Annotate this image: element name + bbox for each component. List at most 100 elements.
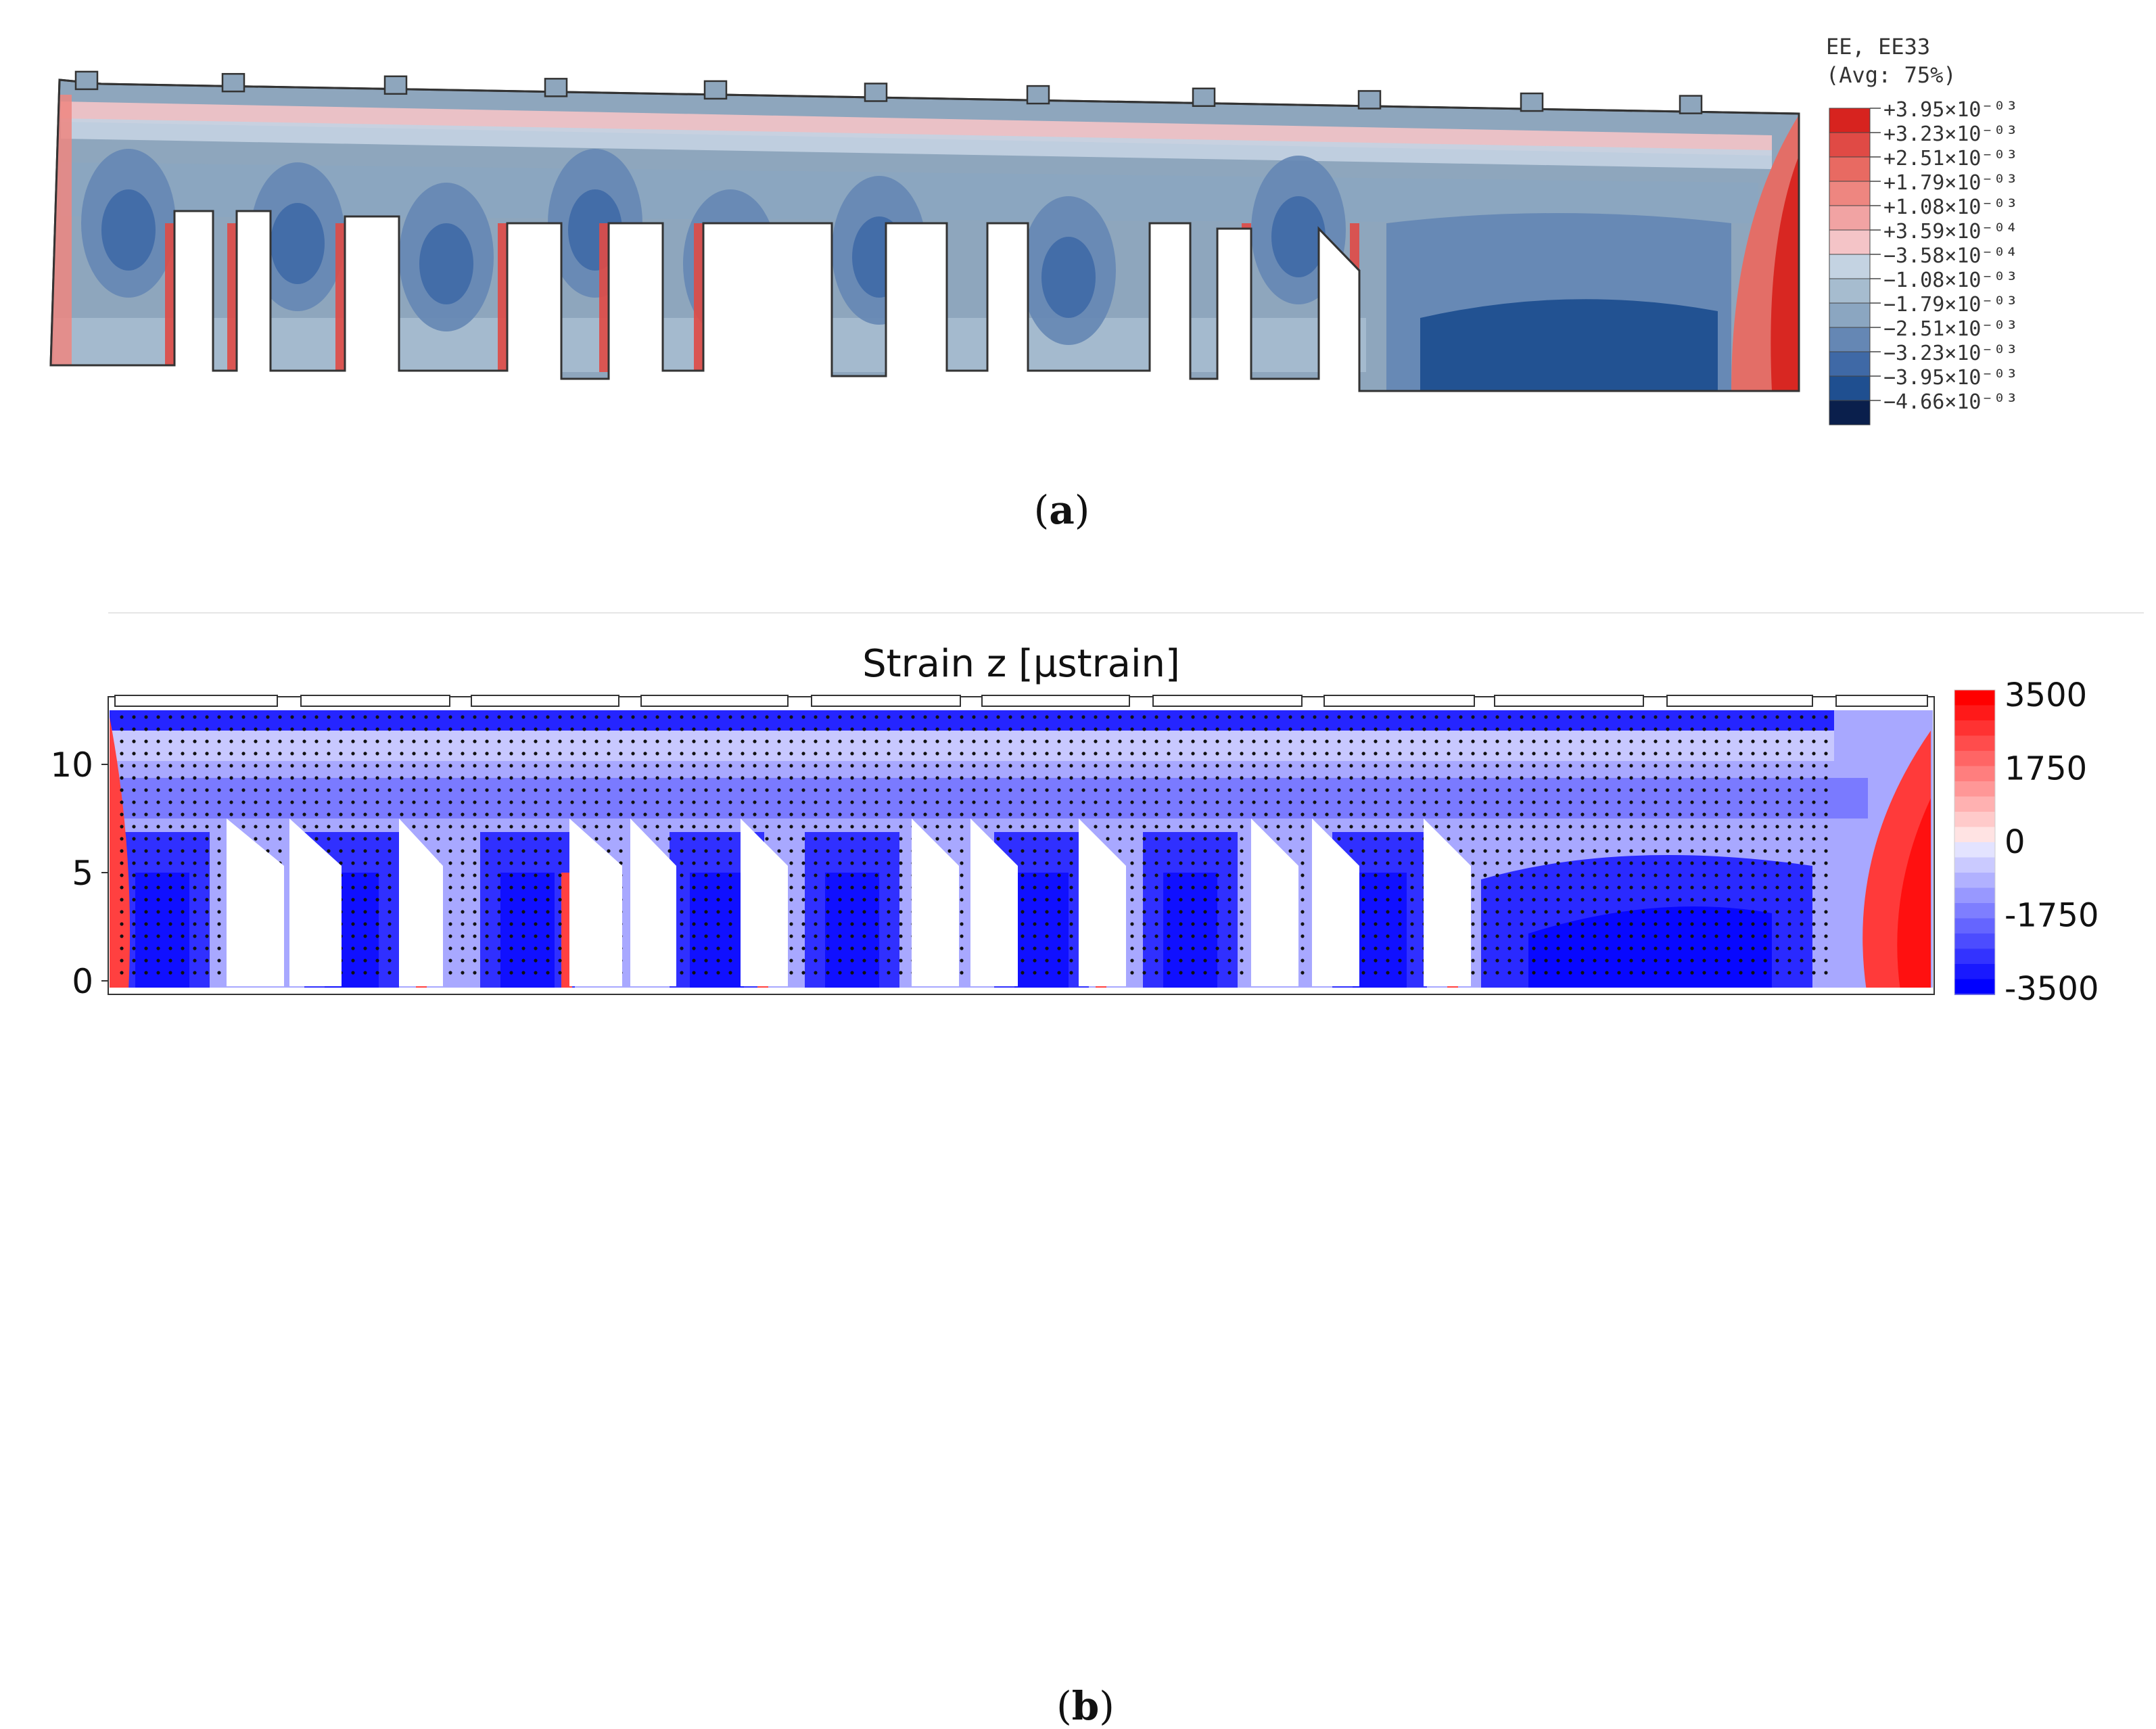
dic-point — [546, 885, 550, 890]
dic-point — [1593, 971, 1597, 975]
dic-point — [168, 934, 172, 938]
dic-point — [1154, 837, 1158, 841]
dic-point — [461, 812, 465, 816]
dic-point — [521, 861, 525, 865]
dic-point — [217, 873, 221, 877]
dic-point — [1057, 946, 1061, 950]
dic-point — [1568, 812, 1572, 816]
dic-point — [412, 752, 416, 756]
dic-point — [692, 739, 696, 743]
flange-bar — [1323, 695, 1475, 707]
legend-swatch — [1829, 254, 1871, 279]
dic-point — [801, 971, 805, 975]
dic-point — [801, 739, 805, 743]
dic-point — [814, 873, 818, 877]
dic-point — [789, 727, 793, 731]
dic-point — [1532, 739, 1536, 743]
dic-point — [887, 971, 891, 975]
dic-point — [1787, 812, 1791, 816]
dic-point — [741, 752, 745, 756]
dic-point — [1568, 971, 1572, 975]
dic-point — [838, 715, 842, 719]
dic-point — [473, 727, 477, 731]
dic-point — [351, 764, 355, 768]
dic-point — [814, 788, 818, 792]
dic-point — [1824, 959, 1828, 963]
dic-point — [814, 959, 818, 963]
dic-point — [1264, 739, 1268, 743]
dic-point — [704, 825, 708, 829]
field-pocket-core — [1353, 873, 1407, 988]
dic-point — [643, 715, 647, 719]
dic-point — [1191, 764, 1195, 768]
dic-point — [1459, 739, 1463, 743]
dic-point — [789, 946, 793, 950]
dic-point — [168, 959, 172, 963]
dic-point — [1702, 752, 1706, 756]
dic-point — [1361, 715, 1365, 719]
dic-point — [935, 776, 939, 780]
dic-point — [1556, 764, 1560, 768]
dic-point — [558, 739, 562, 743]
dic-point — [1288, 776, 1292, 780]
dic-point — [156, 873, 160, 877]
dic-point — [899, 800, 903, 804]
dic-point — [217, 910, 221, 914]
dic-point — [205, 752, 209, 756]
legend-swatch — [1829, 327, 1871, 352]
dic-point — [1629, 812, 1633, 816]
dic-point — [972, 776, 976, 780]
dic-point — [1057, 885, 1061, 890]
dic-point — [1714, 752, 1718, 756]
dic-point — [1507, 776, 1511, 780]
dic-point — [1179, 861, 1183, 865]
dic-point — [388, 788, 392, 792]
dic-point — [923, 764, 927, 768]
dic-point — [1227, 898, 1232, 902]
dic-point — [887, 885, 891, 890]
dic-point — [241, 812, 245, 816]
dic-point — [1057, 739, 1061, 743]
dic-point — [509, 959, 513, 963]
dic-point — [1374, 788, 1378, 792]
dic-point — [655, 727, 659, 731]
dic-point — [1483, 825, 1487, 829]
dic-point — [1532, 764, 1536, 768]
dic-point — [509, 898, 513, 902]
dic-point — [1678, 885, 1682, 890]
dic-point — [582, 800, 586, 804]
dic-point — [923, 825, 927, 829]
dic-point — [1824, 873, 1828, 877]
dic-point — [704, 727, 708, 731]
dic-point — [205, 715, 209, 719]
dic-point — [1264, 812, 1268, 816]
dic-point — [1812, 898, 1816, 902]
dic-point — [448, 910, 452, 914]
dic-point — [631, 812, 635, 816]
dic-point — [1507, 727, 1511, 731]
dic-point — [1081, 788, 1085, 792]
dic-point — [448, 946, 452, 950]
dic-point — [1033, 922, 1037, 926]
dic-point — [1313, 715, 1317, 719]
dic-point — [473, 959, 477, 963]
dic-point — [899, 715, 903, 719]
dic-point — [1227, 959, 1232, 963]
dic-point — [424, 837, 428, 841]
dic-point — [314, 739, 319, 743]
dic-point — [1191, 776, 1195, 780]
region-post-tension — [1018, 223, 1028, 372]
dic-point — [1179, 764, 1183, 768]
dic-point — [448, 776, 452, 780]
dic-point — [448, 715, 452, 719]
dic-point — [1337, 812, 1341, 816]
dic-point — [1300, 873, 1305, 877]
dic-point — [753, 764, 757, 768]
dic-point — [1374, 849, 1378, 853]
dic-point — [1641, 764, 1645, 768]
dic-point — [680, 752, 684, 756]
dic-point — [680, 837, 684, 841]
dic-point — [1313, 776, 1317, 780]
dic-point — [546, 873, 550, 877]
dic-point — [1580, 849, 1585, 853]
